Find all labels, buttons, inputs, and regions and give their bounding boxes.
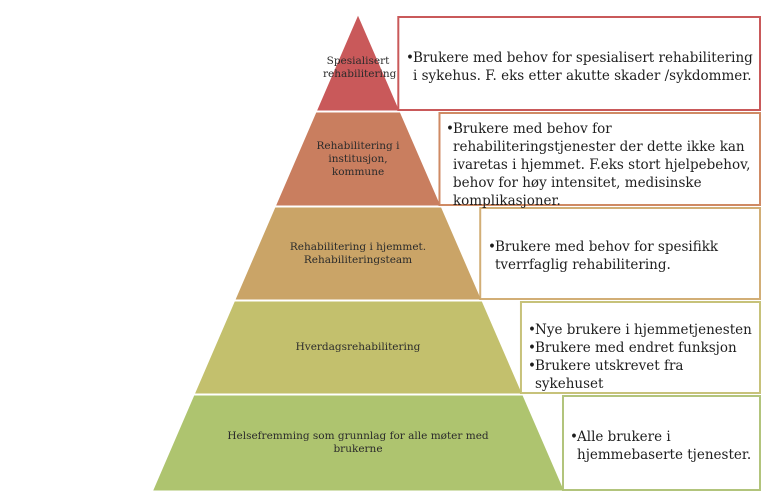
bullet-text: Brukere med behov for spesialisert rehab… [413,50,753,84]
description-text-3: •Brukere med behov for spesifikk tverrfa… [488,238,758,274]
bullet-item: •Brukere med endret funksjon [528,339,753,357]
bullet-text: Nye brukere i hjemmetjenesten [535,322,752,338]
tier-label-5: Helsefremming som grunnlag for alle møte… [227,430,489,455]
bullet-dot-icon: • [528,358,536,374]
bullet-dot-icon: • [570,429,578,445]
pyramid-tier-3 [235,207,481,300]
pyramid-tier-5 [153,395,564,491]
pyramid-tier-2 [276,112,441,206]
bullet-item: •Brukere utskrevet fra sykehuset [528,357,753,393]
tier-label-1: Spesialisert rehabilitering [323,55,397,81]
bullet-item: •Brukere med behov for spesialisert reha… [406,49,756,85]
tier-label-2: Rehabilitering i institusjon, kommune [316,139,400,178]
bullet-dot-icon: • [528,340,536,356]
bullet-dot-icon: • [406,50,414,66]
bullet-text: Brukere med behov for spesifikk tverrfag… [495,239,719,273]
bullet-text: Alle brukere i hjemmebaserte tjenester. [577,429,752,463]
bullet-text: Brukere utskrevet fra sykehuset [535,358,684,392]
description-text-2: •Brukere med behov for rehabiliteringstj… [446,120,761,210]
description-text-4: •Nye brukere i hjemmetjenesten•Brukere m… [528,321,753,393]
description-panel-1 [397,16,761,111]
pyramid-tiers [153,15,564,491]
tier-label-3: Rehabilitering i hjemmet. Rehabilitering… [289,240,427,266]
description-panels [397,16,762,491]
pyramid-tier-4 [195,301,522,394]
bullet-text: Brukere med endret funksjon [535,340,737,356]
pyramid-tier-1 [317,15,400,111]
description-panel-4 [519,301,762,394]
bullet-item: •Brukere med behov for spesifikk tverrfa… [488,238,758,274]
description-panel-2 [438,112,761,206]
bullet-item: •Brukere med behov for rehabiliteringstj… [446,120,761,210]
bullet-item: •Alle brukere i hjemmebaserte tjenester. [570,428,755,464]
description-text-1: •Brukere med behov for spesialisert reha… [406,49,756,85]
bullet-dot-icon: • [488,239,496,255]
bullet-text: Brukere med behov for rehabiliteringstje… [453,121,751,209]
description-panel-3 [479,207,761,300]
bullet-dot-icon: • [528,322,536,338]
description-text-5: •Alle brukere i hjemmebaserte tjenester. [570,428,755,464]
tier-label-4: Hverdagsrehabilitering [295,341,421,353]
bullet-dot-icon: • [446,121,454,137]
description-panel-5 [562,395,761,491]
bullet-item: •Nye brukere i hjemmetjenesten [528,321,753,339]
